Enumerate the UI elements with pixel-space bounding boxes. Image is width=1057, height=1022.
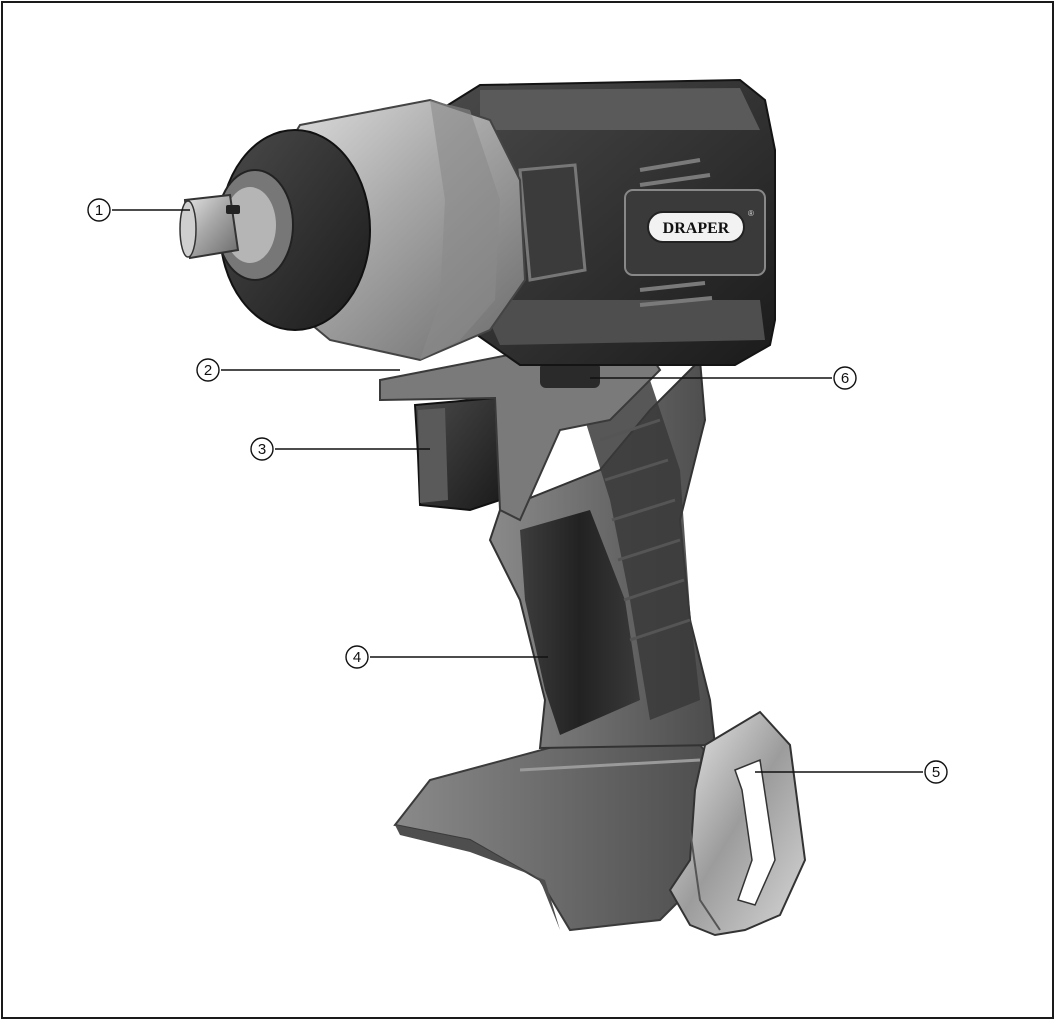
handle-grip	[488, 357, 717, 750]
callout-6: 6	[590, 366, 857, 390]
callout-6-label: 6	[841, 370, 849, 387]
motor-housing: DRAPER ®	[439, 78, 776, 366]
trigger	[413, 396, 502, 512]
brand-registered-mark: ®	[748, 209, 754, 218]
callout-3-label: 3	[258, 441, 266, 458]
callout-3: 3	[250, 437, 430, 461]
callout-2: 2	[196, 358, 400, 382]
brand-badge	[647, 211, 745, 243]
square-drive-anvil	[179, 193, 240, 260]
nose-boot	[216, 129, 371, 331]
callout-1-label: 1	[95, 202, 103, 219]
belt-clip	[668, 710, 807, 937]
callout-4-label: 4	[353, 649, 361, 666]
direction-switch	[540, 362, 600, 388]
callout-2-label: 2	[204, 362, 212, 379]
brand-logo-text: DRAPER	[663, 220, 730, 237]
callout-5-label: 5	[932, 764, 940, 781]
callout-1: 1	[87, 198, 190, 222]
callout-5: 5	[755, 760, 948, 784]
battery-base	[393, 744, 722, 932]
callout-4: 4	[345, 645, 548, 669]
